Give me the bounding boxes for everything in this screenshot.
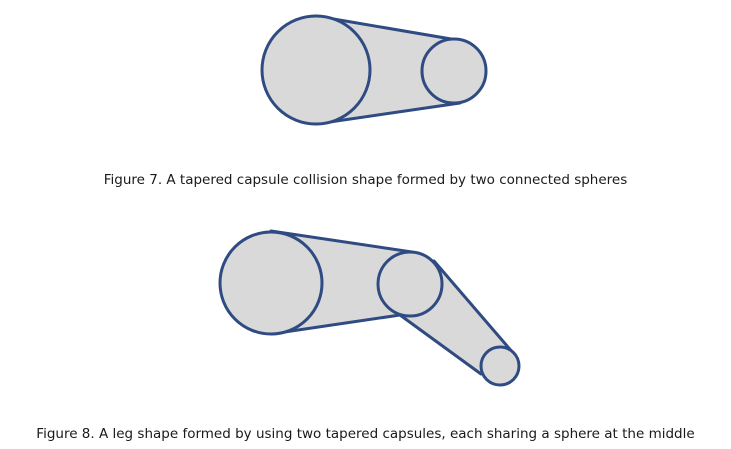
figure-8-caption: Figure 8. A leg shape formed by using tw… <box>36 426 695 442</box>
figure-8-leg-shape <box>218 229 521 387</box>
large-sphere <box>260 14 372 126</box>
figure-7-caption: Figure 7. A tapered capsule collision sh… <box>103 172 628 188</box>
small-sphere <box>420 37 488 105</box>
upper-sphere <box>218 230 324 336</box>
middle-sphere <box>376 250 444 318</box>
figure-7-tapered-capsule <box>260 14 488 126</box>
lower-sphere <box>479 345 521 387</box>
